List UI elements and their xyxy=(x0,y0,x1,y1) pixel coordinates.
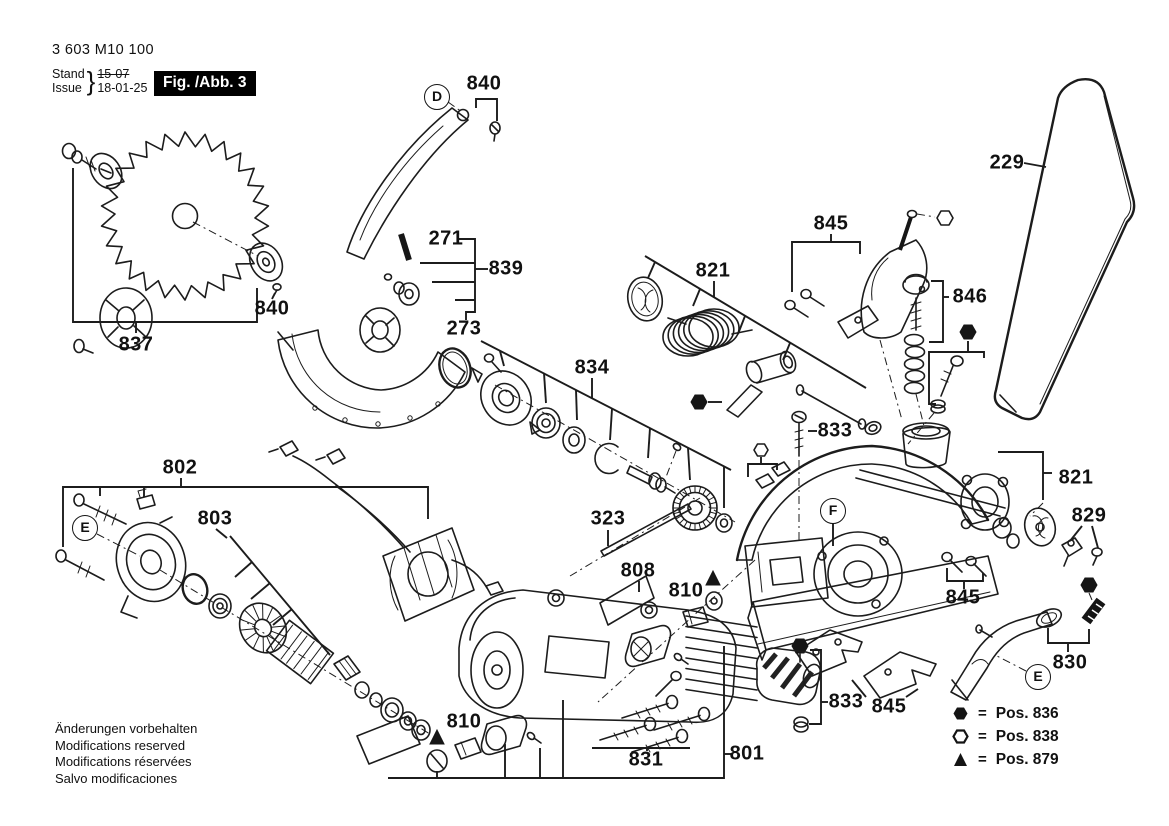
part-label-839: 839 xyxy=(488,257,524,280)
part-label-808: 808 xyxy=(620,559,656,582)
part-label-810-upper: 810 xyxy=(668,579,704,602)
pos836-hexagon-icon xyxy=(690,394,708,410)
chute-229 xyxy=(993,78,1136,421)
part-label-273: 273 xyxy=(446,317,482,340)
stand-label: Stand xyxy=(52,67,85,81)
part-label-845-bottom: 845 xyxy=(871,695,907,718)
part-label-271: 271 xyxy=(428,227,464,250)
part-label-830: 830 xyxy=(1052,651,1088,674)
notice-de: Änderungen vorbehalten xyxy=(55,721,198,736)
knob-bolt-846 xyxy=(902,273,985,445)
torsion-spring-assembly xyxy=(626,255,882,436)
clamp-knob-833 xyxy=(755,638,828,733)
part-label-229: 229 xyxy=(989,151,1025,174)
spindle-gear-chain xyxy=(471,340,736,533)
brush-set-upper xyxy=(569,497,756,703)
triangle-filled-icon xyxy=(954,753,967,766)
ref-letter-E-left: E xyxy=(72,515,98,541)
part-label-833-bottom: 833 xyxy=(828,690,864,713)
pos838-hexagon-icon xyxy=(753,443,769,457)
armature-endcap xyxy=(55,478,431,741)
legend-equals: = xyxy=(978,728,987,745)
part-label-846: 846 xyxy=(952,285,988,308)
lever-829 xyxy=(1061,525,1103,567)
ref-letter-D: D xyxy=(424,84,450,110)
figure-number-badge: Fig. /Abb. 3 xyxy=(154,71,256,96)
pos836-hexagon-icon xyxy=(959,324,977,340)
issue-value: 18-01-25 xyxy=(97,80,148,95)
part-label-323: 323 xyxy=(590,507,626,530)
screw-833 xyxy=(791,410,817,544)
screws-845-right xyxy=(941,551,987,589)
part-label-821-right: 821 xyxy=(1058,466,1094,489)
part-label-834: 834 xyxy=(574,356,610,379)
cable-clips xyxy=(747,443,791,489)
bracket-plates-845 xyxy=(795,629,969,701)
lever-830 xyxy=(950,577,1106,701)
part-label-833-mid: 833 xyxy=(817,419,853,442)
pivot-pin-parts xyxy=(383,233,488,389)
symbol-legend: = Pos. 836 = Pos. 838 = Pos. 879 xyxy=(952,702,1059,771)
part-label-801: 801 xyxy=(729,742,765,765)
rod-323 xyxy=(600,503,692,557)
legend-equals: = xyxy=(978,705,987,722)
brush-set-lower xyxy=(426,714,542,773)
part-label-829: 829 xyxy=(1071,504,1107,527)
stator-field xyxy=(268,440,504,622)
hexagon-outline-icon xyxy=(952,729,969,744)
ref-letter-F: F xyxy=(820,498,846,524)
nameplate xyxy=(599,575,655,626)
part-label-803: 803 xyxy=(197,507,233,530)
chip-deflector-845 xyxy=(784,209,954,421)
saw-blade-assembly xyxy=(61,131,284,354)
pos836-hexagon-icon xyxy=(1080,577,1098,593)
ref-letter-E-right: E xyxy=(1025,664,1051,690)
notice-es: Salvo modificaciones xyxy=(55,770,178,786)
title-block: 3 603 M10 100 Stand Issue } 15-07 18-01-… xyxy=(52,42,154,97)
part-label-840-handle: 840 xyxy=(466,72,502,95)
legend-row-838: = Pos. 838 xyxy=(952,725,1059,748)
part-label-840-flange: 840 xyxy=(254,297,290,320)
part-label-802: 802 xyxy=(162,456,198,479)
main-housing xyxy=(735,422,1057,661)
brace-glyph: } xyxy=(86,66,96,96)
handle-arm xyxy=(346,98,501,260)
motor-housing xyxy=(356,589,758,779)
legend-row-836: = Pos. 836 xyxy=(952,702,1059,725)
part-label-837: 837 xyxy=(118,333,154,356)
part-label-845-right: 845 xyxy=(945,586,981,609)
legend-row-879: = Pos. 879 xyxy=(952,748,1059,771)
notice-fr: Modifications réservées xyxy=(55,754,192,769)
part-label-821-top: 821 xyxy=(695,259,731,282)
modifications-notice: Änderungen vorbehalten Modifications res… xyxy=(55,721,197,787)
legend-label-879: Pos. 879 xyxy=(995,750,1059,768)
type-number: 3 603 M10 100 xyxy=(52,42,154,58)
legend-label-836: Pos. 836 xyxy=(995,704,1059,722)
revision-block: Stand Issue } 15-07 18-01-25 xyxy=(52,66,154,97)
notice-en: Modifications reserved xyxy=(55,737,186,753)
pos838-hexagon-icon xyxy=(936,210,954,226)
part-label-845-top: 845 xyxy=(813,212,849,235)
legend-equals: = xyxy=(978,751,987,768)
hexagon-filled-icon xyxy=(953,707,968,720)
legend-label-838: Pos. 838 xyxy=(995,727,1059,745)
pos836-hexagon-icon xyxy=(791,638,809,654)
blade-guard xyxy=(277,307,466,429)
stand-value-struck: 15-07 xyxy=(97,67,130,81)
issue-label: Issue xyxy=(52,80,82,95)
part-label-810-lower: 810 xyxy=(446,710,482,733)
part-label-831: 831 xyxy=(628,748,664,771)
